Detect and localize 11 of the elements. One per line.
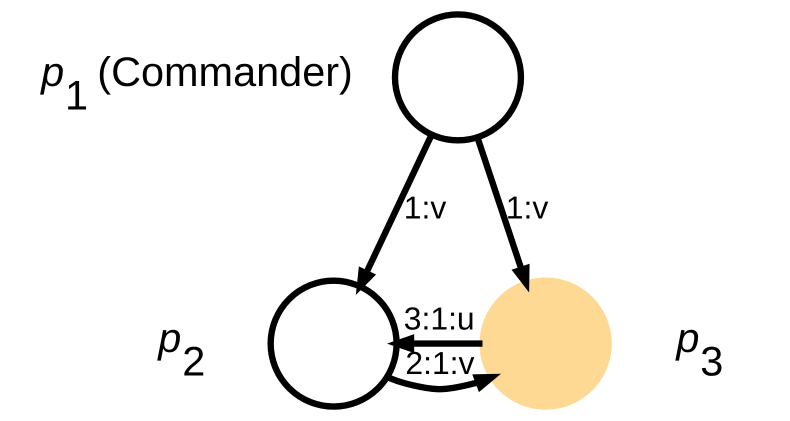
edge-label: 2:1:v	[405, 344, 474, 381]
arrow	[387, 334, 482, 354]
edge-label: 1:v	[404, 189, 446, 226]
node-circle	[267, 277, 400, 410]
arrow	[386, 374, 502, 392]
arrow	[356, 133, 434, 296]
edge-label: 1:v	[506, 189, 548, 226]
node-circle	[392, 11, 524, 144]
arrow	[474, 136, 530, 292]
edge-label: 3:1:u	[404, 300, 475, 336]
node-circle	[479, 277, 612, 410]
